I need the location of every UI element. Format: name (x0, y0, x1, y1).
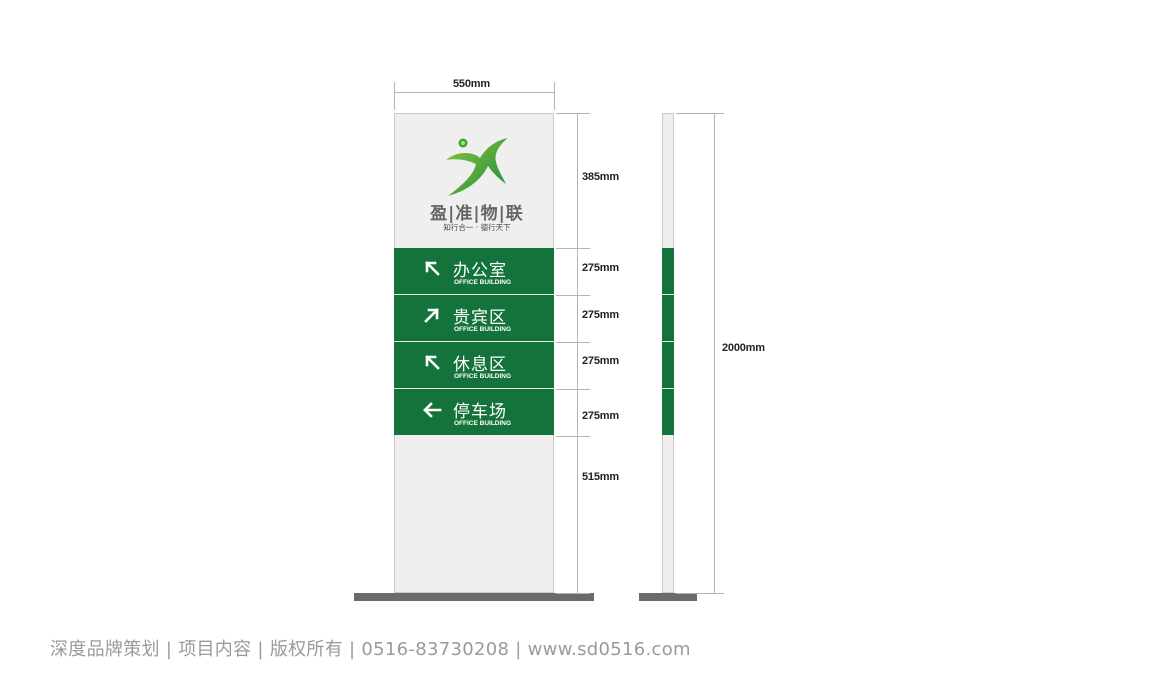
panel-label: 办公室 (453, 261, 507, 281)
panel-label: 休息区 (453, 355, 507, 375)
segment-tick (556, 113, 590, 114)
total-height-dimension-line (714, 113, 715, 593)
direction-panel-parking: 停车场 OFFICE BUILDING (394, 389, 554, 435)
width-tick-right (554, 82, 555, 110)
side-panel (662, 389, 674, 435)
segment-dimension-line (577, 113, 578, 593)
bottom-section-height-label: 515mm (582, 471, 619, 483)
total-height-label: 2000mm (722, 342, 765, 354)
direction-panel-vip: 贵宾区 OFFICE BUILDING (394, 295, 554, 341)
panel-2-height-label: 275mm (582, 309, 619, 321)
panel-4-height-label: 275mm (582, 410, 619, 422)
segment-tick (556, 342, 590, 343)
arrow-up-left-icon (425, 261, 440, 276)
arrow-left-icon (423, 402, 442, 418)
segment-tick (556, 593, 590, 594)
arrow-up-left-icon (425, 355, 440, 370)
segment-tick (556, 295, 590, 296)
side-panel (662, 342, 674, 388)
total-height-tick-bottom (676, 593, 724, 594)
brand-name: 盈|准|物|联 (430, 204, 524, 224)
panel-sublabel: OFFICE BUILDING (454, 326, 512, 333)
logo-section-height-label: 385mm (582, 171, 619, 183)
brand-slogan: 知行合一 · 德行天下 (443, 223, 511, 232)
panel-sublabel: OFFICE BUILDING (454, 279, 512, 286)
runner-logo-icon (446, 138, 508, 196)
side-panel (662, 248, 674, 294)
sign-side-base (639, 593, 697, 601)
panel-sublabel: OFFICE BUILDING (454, 420, 512, 427)
segment-tick (556, 389, 590, 390)
footer-contact-line: 深度品牌策划 | 项目内容 | 版权所有 | 0516-83730208 | w… (50, 639, 691, 660)
width-dimension-label: 550mm (453, 78, 490, 90)
panel-label: 贵宾区 (453, 308, 507, 328)
sign-front-base (354, 593, 594, 601)
panel-1-height-label: 275mm (582, 262, 619, 274)
panel-label: 停车场 (453, 402, 507, 422)
width-dimension-line (394, 92, 554, 93)
direction-panel-lounge: 休息区 OFFICE BUILDING (394, 342, 554, 388)
segment-tick (556, 436, 590, 437)
segment-tick (556, 248, 590, 249)
arrow-up-right-icon (424, 308, 439, 323)
direction-panel-office: 办公室 OFFICE BUILDING (394, 248, 554, 294)
panel-3-height-label: 275mm (582, 355, 619, 367)
panel-sublabel: OFFICE BUILDING (454, 373, 512, 380)
side-panel (662, 295, 674, 341)
total-height-tick-top (676, 113, 724, 114)
width-tick-left (394, 82, 395, 110)
